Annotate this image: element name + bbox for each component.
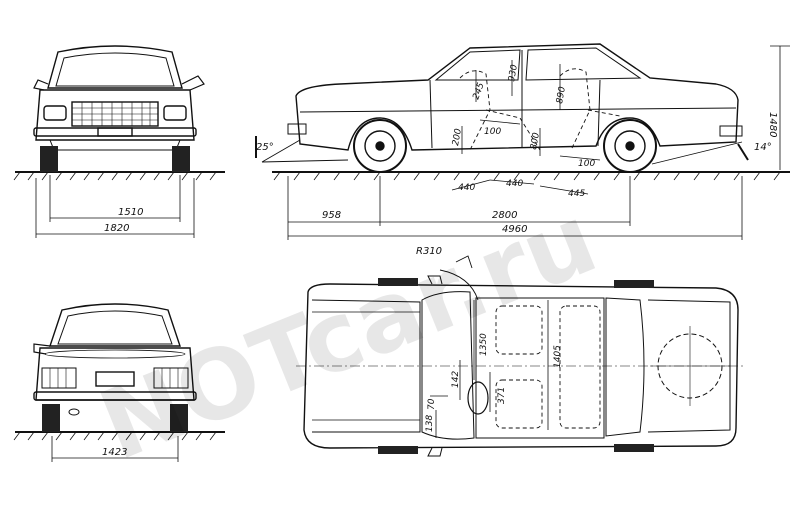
interior-dim-440b: 440 xyxy=(506,179,523,189)
interior-dim-200: 200 xyxy=(451,128,464,147)
rear-view xyxy=(13,303,225,462)
front-view xyxy=(13,45,225,238)
top-dim-138: 138 xyxy=(425,415,435,432)
front-overhang-label: 958 xyxy=(322,210,341,221)
top-view xyxy=(296,255,746,457)
top-dim-371: 371 xyxy=(497,387,507,404)
top-dim-70: 70 xyxy=(427,398,437,410)
top-dim-1405: 1405 xyxy=(553,345,563,368)
overall-height-label: 1480 xyxy=(767,112,778,137)
top-dim-142: 142 xyxy=(451,371,461,388)
overall-length-label: 4960 xyxy=(502,224,527,235)
steering-radius-label: R310 xyxy=(416,246,442,257)
rear-track-label: 1423 xyxy=(102,447,127,458)
interior-dim-100a: 100 xyxy=(484,127,501,137)
interior-dim-800: 800 xyxy=(529,132,542,151)
wheelbase-label: 2800 xyxy=(492,210,517,221)
interior-dim-930: 930 xyxy=(507,64,520,83)
side-view xyxy=(255,43,790,240)
approach-angle-label: 25° xyxy=(256,142,274,153)
interior-dim-440a: 440 xyxy=(458,183,475,193)
watermark-text: NOTcar.ru xyxy=(85,183,611,482)
front-width-label: 1820 xyxy=(104,223,129,234)
interior-dim-245: 245 xyxy=(471,81,486,101)
interior-dim-100b: 100 xyxy=(578,159,595,169)
top-dim-1350: 1350 xyxy=(479,333,489,356)
interior-dim-890: 890 xyxy=(555,86,568,105)
departure-angle-label: 14° xyxy=(754,142,772,153)
interior-dim-445: 445 xyxy=(568,189,585,199)
front-track-label: 1510 xyxy=(118,207,143,218)
